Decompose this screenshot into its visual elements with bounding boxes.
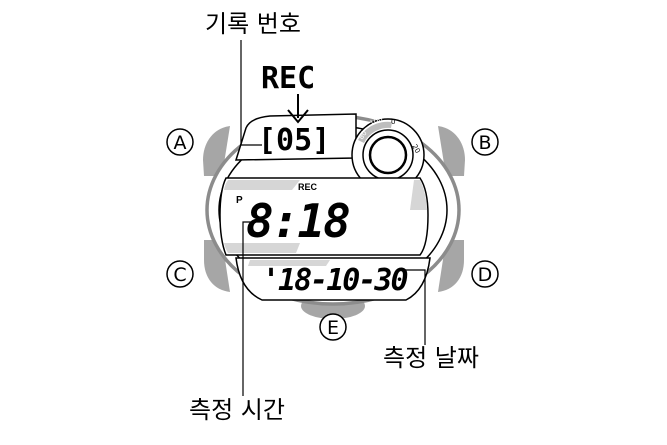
button-label-c: C	[166, 260, 194, 288]
small-rec-label: REC	[298, 182, 318, 192]
dial-tick-80: 80	[357, 129, 369, 141]
lcd-gray-band-top	[224, 180, 300, 190]
date-display: '18-10-30	[262, 263, 407, 298]
time-display: 8:18	[246, 194, 349, 248]
rec-arrow-head	[287, 109, 309, 124]
annotation-record-number: 기록 번호	[205, 10, 301, 38]
record-index-display: [05]	[258, 123, 330, 158]
sub-dial-inner	[368, 135, 408, 175]
button-d-letter: D	[478, 264, 493, 286]
button-b-shape[interactable]	[438, 126, 465, 176]
callout-date-line	[405, 269, 426, 345]
pm-marker: P	[236, 195, 243, 206]
button-e-circle	[319, 313, 347, 341]
button-d-circle	[471, 260, 499, 288]
rec-label: REC	[261, 61, 315, 96]
button-label-d: D	[471, 260, 499, 288]
button-c-circle	[166, 260, 194, 288]
callout-time-line	[242, 221, 262, 396]
annotation-measured-time: 측정 시간	[189, 396, 285, 424]
lcd-gray-band-right	[410, 180, 427, 210]
dial-tick-20: 20	[410, 143, 421, 155]
annotation-measured-date: 측정 날짜	[383, 344, 479, 372]
button-label-a: A	[166, 128, 194, 156]
date-panel	[235, 257, 431, 301]
date-gray-band	[248, 260, 330, 266]
callout-record-number-line	[240, 40, 262, 146]
dial-tick-0: 0	[391, 118, 395, 126]
button-b-circle	[471, 128, 499, 156]
main-lcd-panel	[219, 177, 429, 256]
button-e-letter: E	[327, 317, 339, 339]
button-c-letter: C	[173, 264, 186, 286]
button-b-letter: B	[478, 132, 491, 154]
button-a-letter: A	[174, 132, 187, 154]
button-label-b: B	[471, 128, 499, 156]
button-a-circle	[166, 128, 194, 156]
button-label-e: E	[319, 313, 347, 341]
sub-dial-gray-band	[358, 121, 392, 143]
